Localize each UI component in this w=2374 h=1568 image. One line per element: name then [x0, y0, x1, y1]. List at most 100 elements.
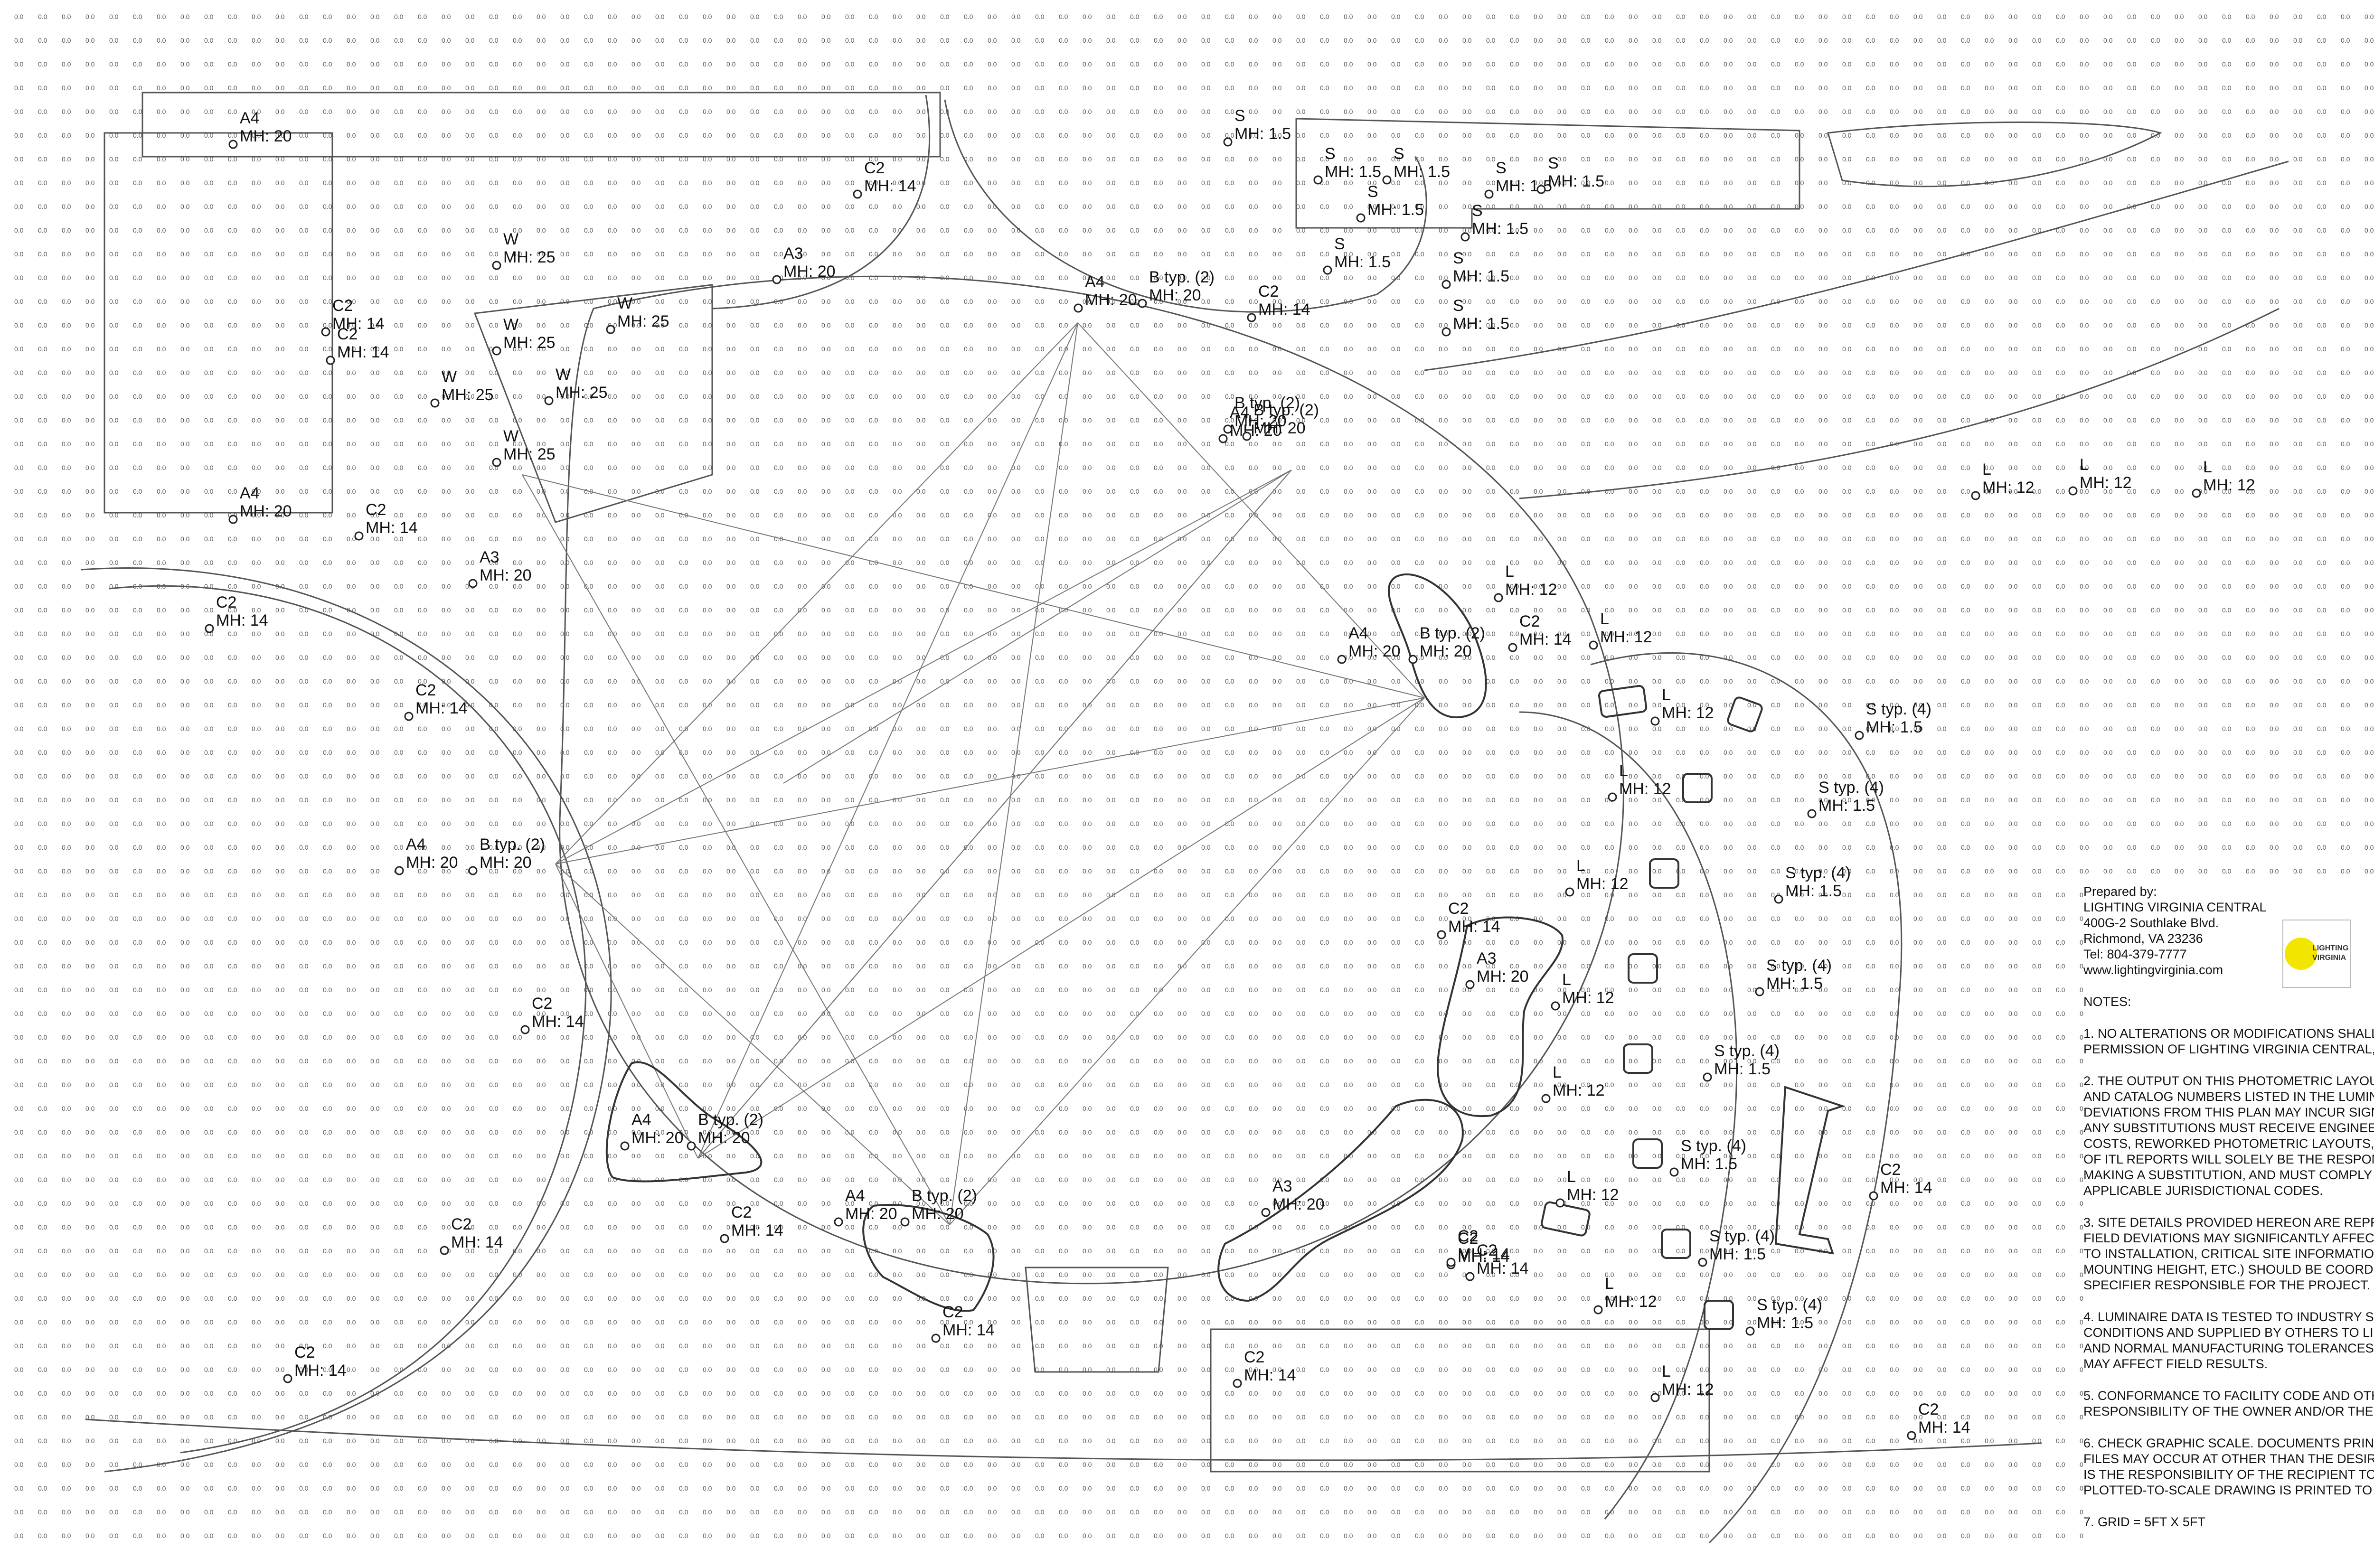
grid-value: 0.0	[14, 37, 24, 44]
grid-value: 0.0	[1605, 559, 1614, 566]
grid-value: 0.0	[180, 179, 190, 187]
grid-value: 0.0	[180, 630, 190, 638]
grid-value: 0.0	[1296, 488, 1306, 495]
grid-value: 0.0	[1462, 559, 1472, 566]
grid-value: 0.0	[821, 654, 831, 661]
grid-value: 0.0	[465, 108, 475, 115]
grid-value: 0.0	[85, 1057, 95, 1065]
grid-value: 0.0	[133, 321, 142, 329]
grid-value: 0.0	[2222, 179, 2232, 187]
grid-value: 0.0	[1059, 226, 1068, 234]
grid-value: 0.0	[845, 1152, 855, 1160]
grid-value: 0.0	[1795, 630, 1804, 638]
grid-value: 0.0	[1083, 393, 1092, 400]
grid-value: 0.0	[1747, 440, 1757, 448]
grid-value: 0.0	[845, 749, 855, 756]
grid-value: 0.0	[1415, 1057, 1424, 1065]
grid-value: 0.0	[323, 1128, 332, 1136]
grid-value: 0.0	[1178, 582, 1187, 590]
grid-value: 0.0	[2032, 1010, 2042, 1017]
grid-value: 0.0	[1629, 393, 1638, 400]
grid-value: 0.0	[1747, 131, 1757, 139]
grid-value: 0.0	[1225, 37, 1234, 44]
grid-value: 0.0	[1605, 488, 1614, 495]
grid-value: 0.0	[584, 37, 594, 44]
grid-value: 0.0	[85, 749, 95, 756]
grid-value: 0.0	[2127, 393, 2137, 400]
grid-value: 0.0	[1011, 345, 1021, 353]
grid-value: 0.0	[1154, 582, 1163, 590]
grid-value: 0.0	[560, 321, 570, 329]
grid-value: 0.0	[418, 511, 427, 519]
grid-value: 0.0	[14, 559, 24, 566]
grid-value: 0.0	[442, 796, 451, 804]
grid-value: 0.0	[1011, 701, 1021, 709]
grid-value: 0.0	[465, 416, 475, 424]
grid-value: 0.0	[1724, 796, 1733, 804]
grid-value: 0.0	[916, 131, 926, 139]
grid-value: 0.0	[1652, 1152, 1662, 1160]
grid-value: 0.0	[1676, 155, 1686, 163]
grid-value: 0.0	[703, 1010, 712, 1017]
grid-value: 0.0	[418, 915, 427, 922]
grid-value: 0.0	[1391, 1152, 1401, 1160]
grid-value: 0.0	[1629, 891, 1638, 899]
grid-value: 0.0	[1439, 1152, 1448, 1160]
grid-value: 0.0	[1557, 464, 1567, 471]
grid-value: 0.0	[1890, 867, 1899, 875]
grid-value: 0.0	[1818, 844, 1828, 851]
grid-value: 0.0	[1866, 464, 1875, 471]
grid-value: 0.0	[1581, 511, 1591, 519]
grid-value: 0.0	[2270, 131, 2279, 139]
grid-value: 0.0	[1676, 986, 1686, 994]
grid-value: 0.0	[869, 416, 878, 424]
grid-value: 0.0	[14, 725, 24, 732]
grid-value: 0.0	[726, 654, 736, 661]
grid-value: 0.0	[1629, 416, 1638, 424]
grid-value: 0.0	[2151, 464, 2160, 471]
grid-value: 0.0	[750, 559, 760, 566]
grid-value: 0.0	[893, 844, 902, 851]
grid-value: 0.0	[157, 345, 166, 353]
grid-value: 0.0	[537, 867, 546, 875]
grid-value: 0.0	[1842, 630, 1852, 638]
grid-value: 0.0	[1130, 393, 1140, 400]
grid-value: 0.0	[133, 891, 142, 899]
grid-value: 0.0	[252, 749, 261, 756]
grid-value: 0.0	[2056, 511, 2065, 519]
grid-value: 0.0	[2317, 393, 2327, 400]
grid-value: 0.0	[1225, 321, 1234, 329]
grid-value: 0.0	[703, 369, 712, 376]
grid-value: 0.0	[1106, 725, 1116, 732]
grid-value: 0.0	[893, 867, 902, 875]
grid-value: 0.0	[1652, 84, 1662, 92]
grid-value: 0.0	[252, 962, 261, 970]
grid-value: 0.0	[394, 559, 404, 566]
grid-value: 0.0	[1937, 939, 1947, 946]
grid-value: 0.0	[1557, 155, 1567, 163]
grid-value: 0.0	[537, 939, 546, 946]
grid-value: 0.0	[323, 867, 332, 875]
grid-value: 0.0	[1486, 511, 1496, 519]
grid-value: 0.0	[1272, 796, 1282, 804]
grid-value: 0.0	[1724, 464, 1733, 471]
grid-value: 0.0	[2008, 654, 2018, 661]
grid-value: 0.0	[442, 1010, 451, 1017]
grid-value: 0.0	[370, 1152, 380, 1160]
grid-value: 0.0	[916, 321, 926, 329]
grid-value: 0.0	[893, 891, 902, 899]
grid-value: 0.0	[2246, 440, 2255, 448]
grid-value: 0.0	[252, 1033, 261, 1041]
grid-value: 0.0	[821, 298, 831, 305]
grid-value: 0.0	[109, 440, 119, 448]
grid-value: 0.0	[204, 488, 214, 495]
grid-value: 0.0	[2127, 725, 2137, 732]
grid-value: 0.0	[1724, 725, 1733, 732]
grid-value: 0.0	[2317, 37, 2327, 44]
grid-value: 0.0	[655, 131, 665, 139]
grid-value: 0.0	[1795, 701, 1804, 709]
grid-value: 0.0	[1083, 654, 1092, 661]
grid-value: 0.0	[62, 535, 71, 543]
grid-value: 0.0	[2317, 606, 2327, 614]
